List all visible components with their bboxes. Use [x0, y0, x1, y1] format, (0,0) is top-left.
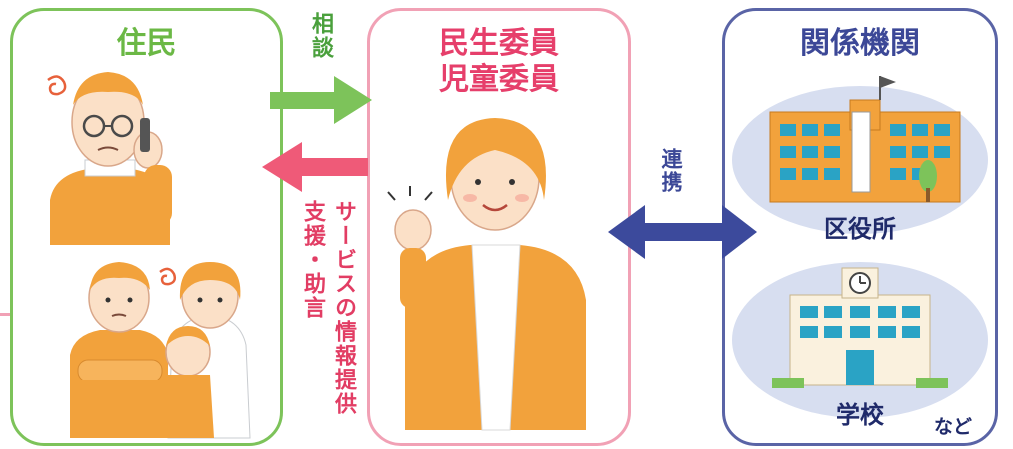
consultation-label: 相談: [308, 12, 333, 60]
support-arrow: [262, 142, 368, 192]
resident-title: 住民: [116, 26, 177, 61]
school-label: 学校: [836, 401, 884, 429]
swirl-worry-icon: [47, 75, 177, 286]
commissioner-title-line2: 児童委員: [439, 62, 559, 97]
ward-office-label: 区役所: [824, 215, 896, 243]
young-man-figure: [70, 262, 168, 438]
commissioner-title-line1: 民生委員: [439, 26, 559, 61]
etc-label: など: [934, 416, 973, 438]
elderly-man-figure: [50, 72, 172, 245]
cooperation-label: 連携: [659, 148, 683, 194]
support-label-line1: サービスの情報提供: [331, 200, 356, 416]
school-building: [732, 262, 988, 418]
commissioner-title: 民生委員 児童委員: [367, 26, 631, 98]
organizations-title: 関係機関: [800, 26, 920, 61]
support-label-line2: 支援・助言: [300, 200, 325, 320]
left-accent-line: [0, 313, 10, 316]
commissioner-woman-figure: [387, 118, 586, 431]
cooperation-arrow: [608, 205, 757, 259]
ward-office-building: [732, 76, 988, 234]
consultation-arrow: [270, 76, 372, 124]
mother-with-child-figure: [162, 262, 251, 439]
